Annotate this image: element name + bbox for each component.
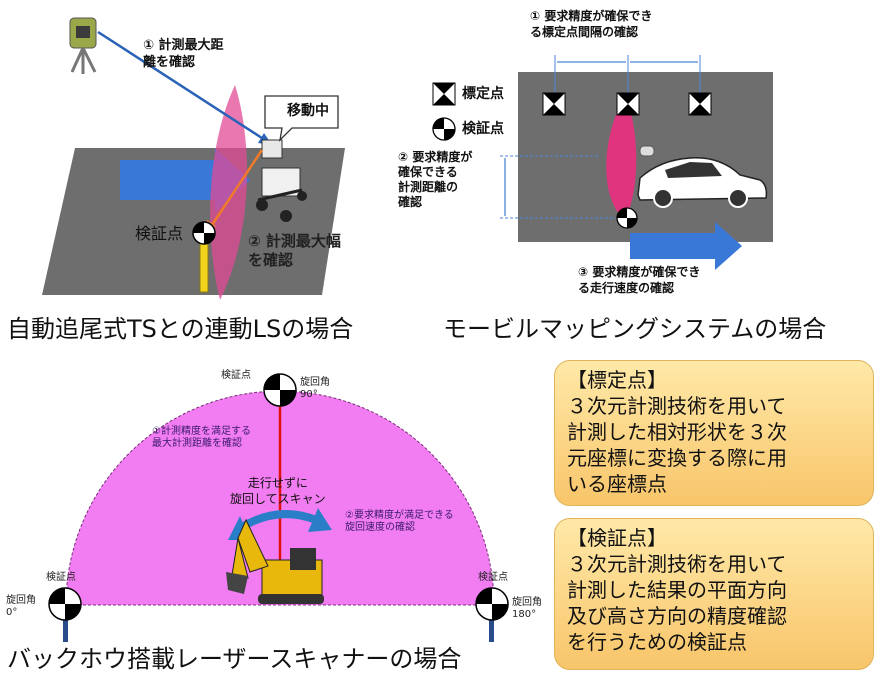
panel-ts-illustration (42, 17, 345, 300)
moving-callout (264, 95, 339, 142)
mms-vehicle-icon (637, 145, 768, 208)
checkpoint-marker-icon (192, 221, 216, 245)
backhoe-top-angle-label: 旋回角 90° (300, 377, 330, 400)
mms-speed-arrow (630, 222, 742, 270)
checkpoint-definition-title: 【検証点】 (567, 526, 667, 550)
scanner-cart-icon (256, 139, 307, 222)
legend-checkpoint-icon (432, 117, 456, 141)
checkpoint-definition: 【検証点】 ３次元計測技術を用いて 計測した結果の平面方向 及び高さ方向の精度確… (554, 518, 874, 670)
distance-line (97, 30, 266, 142)
backhoe-right-checkpoint-label: 検証点 (478, 572, 508, 583)
reference-definition-title: 【標定点】 (567, 368, 667, 392)
backhoe-caption: バックホウ搭載レーザースキャナーの場合 (7, 645, 462, 673)
reference-point-icon (688, 92, 712, 116)
legend-checkpoint-label: 検証点 (462, 121, 504, 137)
backhoe-top-checkpoint-label: 検証点 (221, 370, 251, 381)
reference-point-icon (616, 92, 640, 116)
backhoe-step2-label: ②要求精度が満足できる 旋回速度の確認 (345, 510, 454, 533)
width-line (208, 149, 264, 229)
reference-point-icon (542, 92, 566, 116)
ts-step1-label: ① 計測最大距 離を確認 (143, 38, 224, 70)
mms-step1-label: ① 要求精度が確保でき る標定点間隔の確認 (530, 9, 653, 39)
mms-caption: モービルマッピングシステムの場合 (443, 315, 827, 343)
panel-mms-illustration (432, 55, 773, 270)
total-station-icon (69, 17, 97, 74)
excavator-icon (226, 518, 324, 604)
panel-backhoe-illustration (48, 373, 509, 642)
laser-scan-plane (210, 85, 247, 300)
backhoe-left-checkpoint-label: 検証点 (46, 572, 76, 583)
ts-checkpoint-label: 検証点 (135, 224, 184, 243)
mms-step2-label: ② 要求精度が 確保できる 計測距離の 確認 (398, 150, 473, 209)
moving-label: 移動中 (287, 103, 329, 119)
reference-definition-body: ３次元計測技術を用いて 計測した相対形状を３次 元座標に変換する際に用 いる座標… (567, 394, 787, 496)
left-checkpoint-icon (48, 587, 82, 621)
mms-checkpoint-icon (616, 207, 638, 229)
right-checkpoint-icon (475, 587, 509, 621)
ts-caption: 自動追尾式TSとの連動LSの場合 (7, 315, 354, 343)
top-checkpoint-icon (263, 373, 297, 407)
reference-point-definition: 【標定点】 ３次元計測技術を用いて 計測した相対形状を３次 元座標に変換する際に… (554, 360, 874, 506)
legend-reference-label: 標定点 (462, 86, 504, 102)
checkpoint-definition-body: ３次元計測技術を用いて 計測した結果の平面方向 及び高さ方向の精度確認 を行うた… (567, 552, 787, 654)
mms-step3-label: ③ 要求精度が確保でき る走行速度の確認 (578, 265, 701, 295)
rotation-arrow-head (308, 508, 332, 532)
backhoe-left-angle-label: 旋回角 0° (6, 595, 36, 618)
ts-step2-label: ② 計測最大幅 を確認 (248, 232, 341, 269)
backhoe-right-angle-label: 旋回角 180° (512, 597, 542, 620)
backhoe-step1-label: ①計測精度を満足する 最大計測距離を確認 (152, 426, 251, 449)
legend-reference-icon (432, 82, 456, 106)
mms-laser-plane (606, 95, 637, 220)
backhoe-no-travel-label: 走行せずに 旋回してスキャン (230, 476, 326, 506)
